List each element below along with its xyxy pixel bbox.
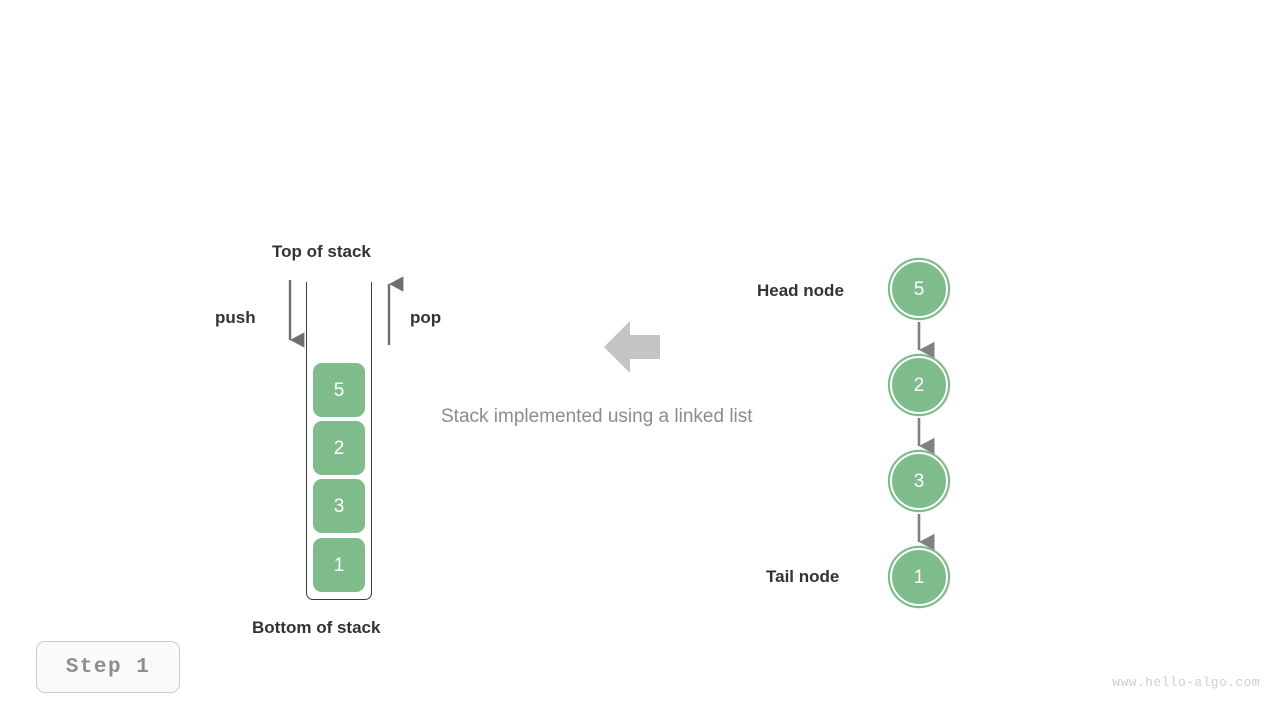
push-label: push [215, 308, 256, 327]
top-of-stack-label: Top of stack [272, 242, 371, 261]
stack-cell: 2 [313, 421, 365, 475]
list-node: 1 [890, 548, 948, 606]
watermark: www.hello-algo.com [1112, 675, 1260, 690]
list-node: 3 [890, 452, 948, 510]
stack-container [306, 282, 372, 600]
tail-node-label: Tail node [766, 567, 840, 586]
arrow-left-icon [604, 321, 660, 373]
stack-cell: 5 [313, 363, 365, 417]
center-caption: Stack implemented using a linked list [441, 406, 753, 427]
list-node: 5 [890, 260, 948, 318]
head-node-label: Head node [757, 281, 844, 300]
stack-cell: 3 [313, 479, 365, 533]
pop-label: pop [410, 308, 442, 327]
stack-cell: 1 [313, 538, 365, 592]
step-badge: Step 1 [36, 641, 180, 693]
bottom-of-stack-label: Bottom of stack [252, 618, 381, 637]
list-node: 2 [890, 356, 948, 414]
